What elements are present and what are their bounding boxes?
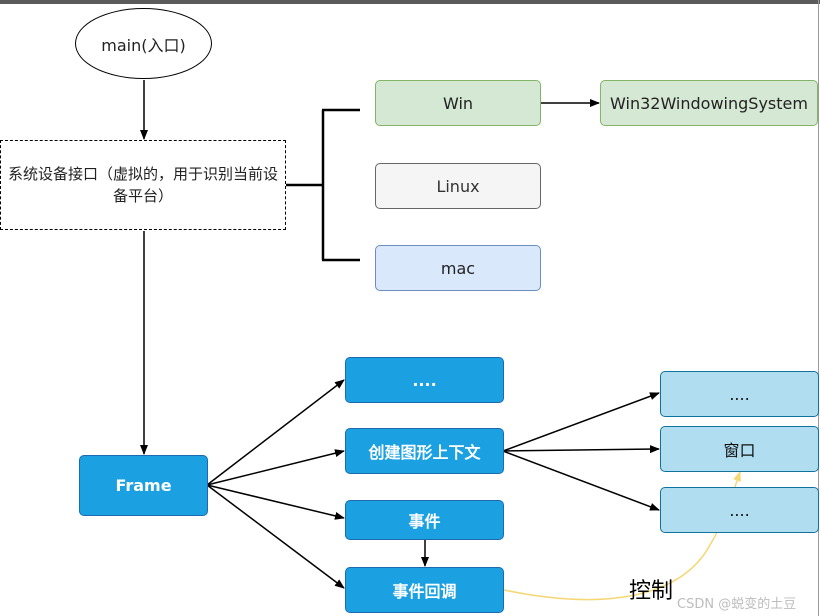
linux-node: Linux (375, 163, 541, 209)
platform-bracket (286, 108, 360, 262)
context-ellipsis-top-node: .... (660, 371, 819, 417)
window-node: 窗口 (660, 426, 819, 472)
edge-frame-to-event (206, 484, 345, 520)
device-interface-label: 系统设备接口（虚拟的，用于识别当前设备平台） (7, 165, 278, 205)
edge-context-to-window (502, 445, 660, 454)
csdn-watermark: CSDN @蜕变的土豆 (677, 597, 797, 612)
ellipsis-top-label: .... (412, 370, 437, 390)
top-border (0, 0, 820, 4)
edge-context-to-ellipsis-top (502, 392, 660, 452)
create-context-label: 创建图形上下文 (368, 443, 481, 462)
mac-label: mac (440, 258, 476, 278)
edge-frame-to-ellipsis (206, 379, 345, 486)
event-label: 事件 (408, 512, 441, 531)
frame-label: Frame (115, 476, 172, 495)
ellipsis-top-node: .... (345, 357, 504, 403)
event-node: 事件 (345, 500, 504, 540)
win-node: Win (375, 80, 541, 126)
mac-node: mac (375, 245, 541, 291)
context-ellipsis-bottom-label: .... (729, 500, 750, 520)
main-entry-label: main(入口) (101, 35, 186, 55)
control-edge-label: 控制 (629, 579, 674, 604)
window-label: 窗口 (723, 441, 756, 460)
context-ellipsis-top-label: .... (729, 384, 750, 404)
event-callback-label: 事件回调 (392, 582, 457, 601)
edge-frame-to-callback (206, 484, 345, 589)
device-interface-node: 系统设备接口（虚拟的，用于识别当前设备平台） (0, 140, 286, 230)
create-context-node: 创建图形上下文 (345, 428, 504, 474)
right-border (818, 0, 819, 616)
edge-context-to-ellipsis-bottom (502, 450, 660, 511)
win-label: Win (442, 93, 474, 113)
win32-node: Win32WindowingSystem (600, 80, 818, 126)
frame-node: Frame (79, 455, 208, 516)
event-callback-node: 事件回调 (345, 567, 504, 613)
linux-label: Linux (436, 176, 480, 196)
context-ellipsis-bottom-node: .... (660, 487, 819, 533)
win32-label: Win32WindowingSystem (610, 93, 808, 113)
edge-frame-to-context (206, 449, 345, 486)
main-entry-node: main(入口) (75, 8, 212, 79)
